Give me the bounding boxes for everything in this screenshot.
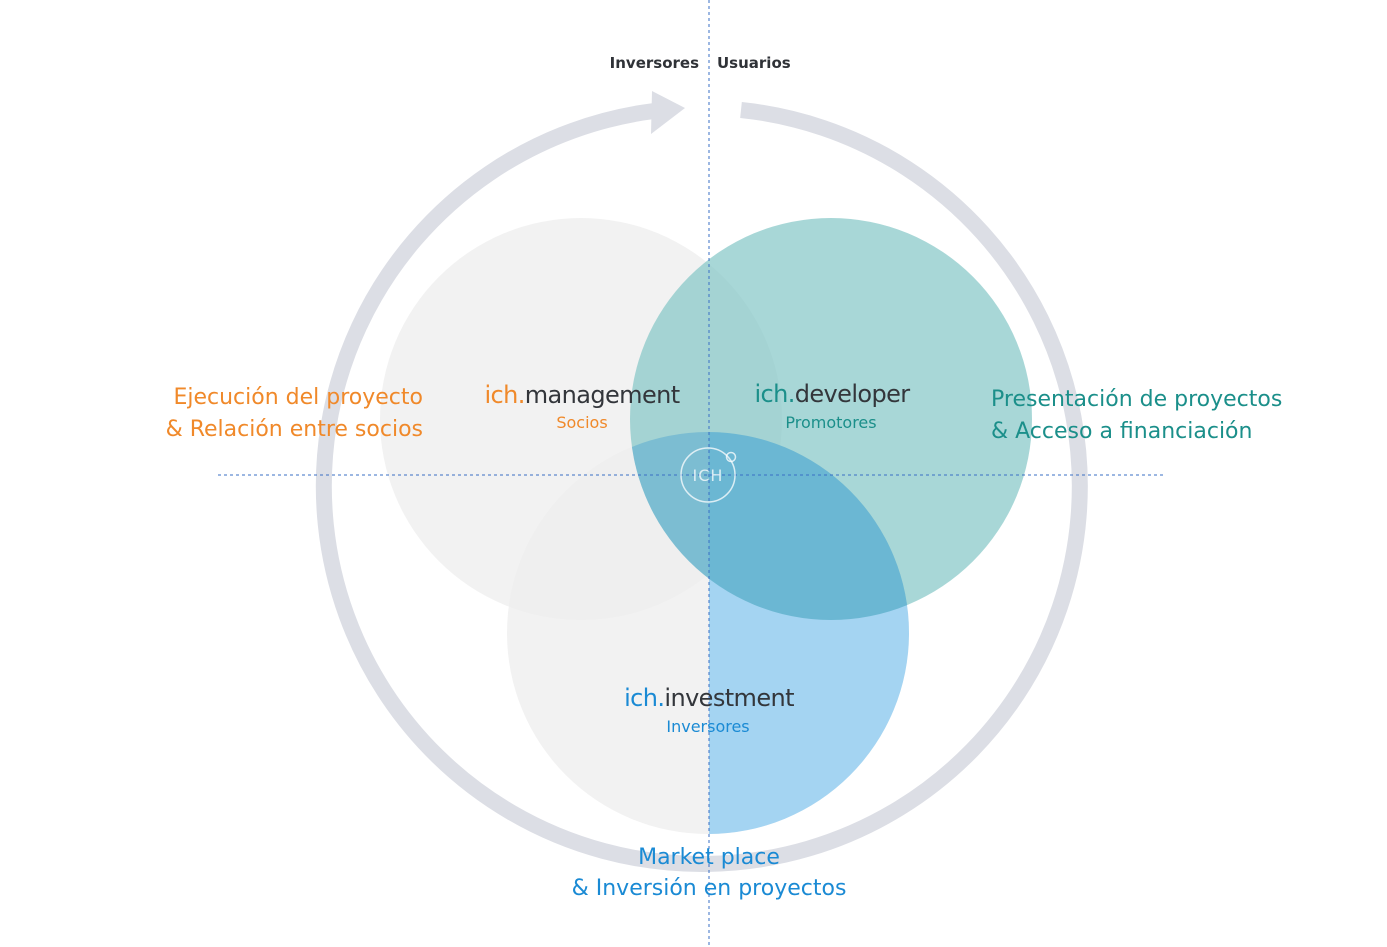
management-label: ich.management [484, 381, 679, 409]
investment-prefix: ich. [624, 684, 664, 712]
axis-label-investors: Inversores [610, 54, 699, 72]
investment-role: Inversores [666, 717, 749, 736]
management-role: Socios [556, 413, 607, 432]
ich-logo-icon: ICH [680, 447, 737, 503]
cycle-arrow-head [651, 91, 685, 134]
developer-label: ich.developer [754, 380, 910, 408]
developer-prefix: ich. [754, 380, 794, 408]
management-prefix: ich. [484, 381, 524, 409]
investment-label: ich.investment [624, 684, 794, 712]
developer-role: Promotores [785, 413, 876, 432]
bottom-text-line2: & Inversión en proyectos [572, 876, 847, 901]
developer-investment-overlap [630, 432, 909, 620]
ich-logo-text: ICH [693, 466, 724, 485]
investment-suffix: investment [664, 684, 794, 712]
right-side-text-line1: Presentación de proyectos [991, 387, 1282, 412]
axis-label-users: Usuarios [717, 54, 791, 72]
left-side-text-line2: & Relación entre socios [166, 417, 423, 442]
management-suffix: management [525, 381, 680, 409]
developer-suffix: developer [795, 380, 911, 408]
developer-circle [630, 218, 1032, 620]
left-side-text-line1: Ejecución del proyecto [173, 385, 423, 410]
bottom-text-line1: Market place [638, 845, 780, 870]
cycle-ring [315, 102, 1088, 872]
right-side-text-line2: & Acceso a financiación [991, 419, 1252, 444]
